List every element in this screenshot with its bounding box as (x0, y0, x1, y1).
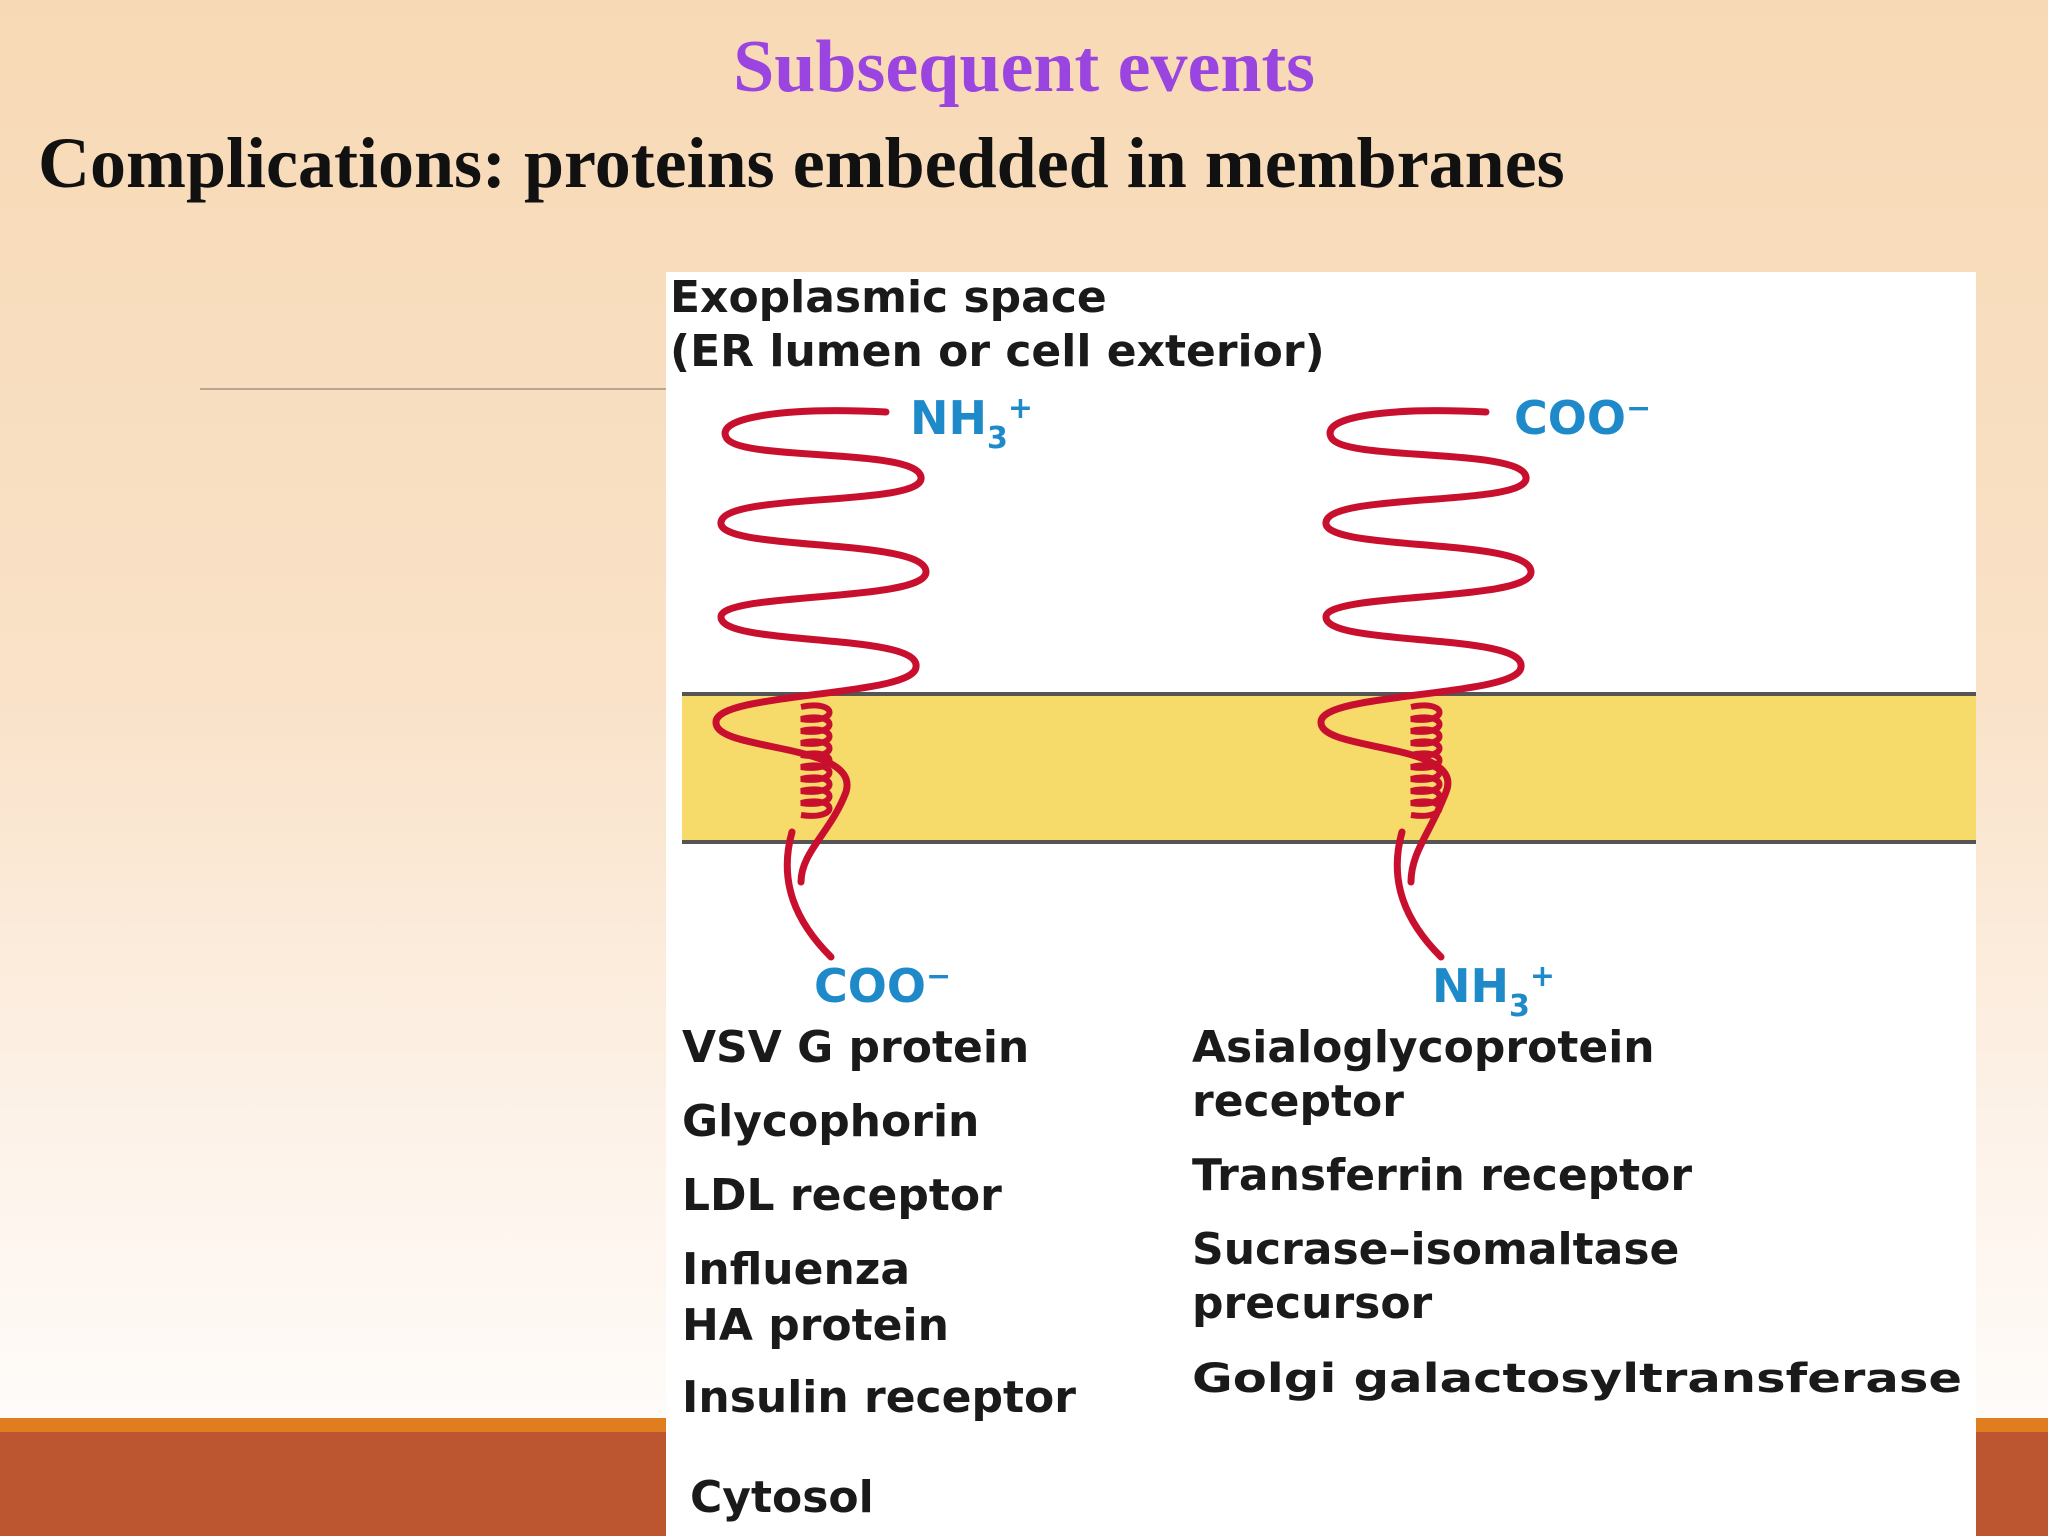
right-protein-loops (1317, 407, 1535, 886)
slide-subtitle: Complications: proteins embedded in memb… (38, 123, 1565, 203)
left-example: Insulin receptor (682, 1372, 1076, 1423)
cytosol-label: Cytosol (690, 1472, 874, 1523)
exoplasmic-label-line1: Exoplasmic space (670, 272, 1107, 323)
right-protein-helix (1410, 702, 1443, 819)
left-protein-helix (800, 702, 833, 819)
right-example: Asialoglycoprotein (1192, 1022, 1655, 1073)
left-example: Influenza (682, 1244, 910, 1295)
left-top-terminus: NH3+ (910, 391, 1033, 456)
left-protein-tail (783, 828, 835, 961)
exoplasmic-label-line2: (ER lumen or cell exterior) (670, 326, 1325, 377)
left-example: LDL receptor (682, 1170, 1002, 1221)
right-protein-tail (1393, 828, 1445, 961)
membrane-protein-diagram: Exoplasmic space (ER lumen or cell exter… (666, 272, 1976, 1536)
left-example: HA protein (682, 1300, 949, 1351)
right-example: receptor (1192, 1076, 1404, 1127)
right-example: Golgi galactosyltransferase (1192, 1356, 1962, 1402)
right-example: precursor (1192, 1278, 1433, 1329)
right-example: Transferrin receptor (1192, 1150, 1692, 1201)
right-bottom-terminus: NH3+ (1432, 959, 1555, 1024)
membrane-bilayer (682, 694, 1976, 842)
left-bottom-terminus: COO− (814, 959, 951, 1013)
left-example: VSV G protein (682, 1022, 1029, 1073)
right-top-terminus: COO− (1514, 391, 1651, 445)
slide-title: Subsequent events (733, 26, 1315, 108)
left-example: Glycophorin (682, 1096, 979, 1147)
right-example: Sucrase–isomaltase (1192, 1224, 1679, 1275)
title-underline-divider (200, 388, 670, 390)
left-protein-loops (712, 407, 930, 886)
